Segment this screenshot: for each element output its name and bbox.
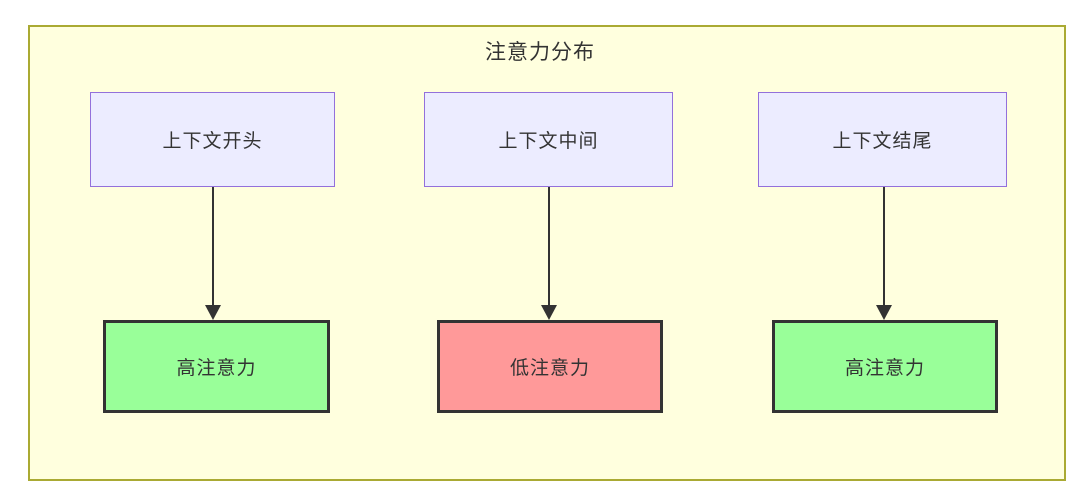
node-context-middle: 上下文中间 — [424, 92, 673, 187]
node-context-beginning: 上下文开头 — [90, 92, 335, 187]
diagram-title: 注意力分布 — [485, 41, 595, 64]
node-context-end: 上下文结尾 — [758, 92, 1007, 187]
node-high-attention-right: 高注意力 — [772, 320, 998, 413]
node-low-attention: 低注意力 — [437, 320, 663, 413]
node-high-attention-left: 高注意力 — [103, 320, 330, 413]
